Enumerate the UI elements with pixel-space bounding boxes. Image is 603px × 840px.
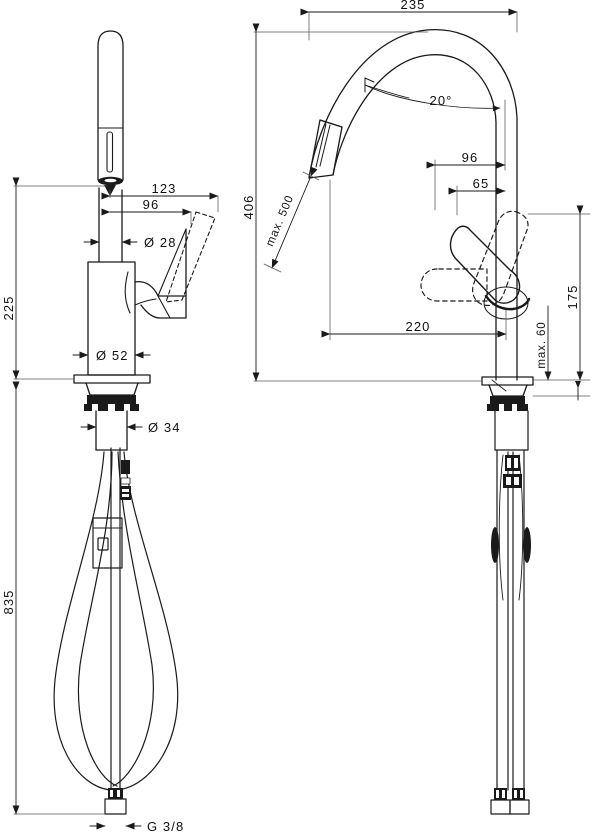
dim-spout-tube-diameter: Ø 28 [144,235,177,250]
lever-handle [124,228,187,319]
dim-spout-tilt-angle: 20° [430,93,453,108]
shank [95,410,128,451]
dim-body-diameter: Ø 52 [96,348,129,363]
side-hose-fittings [503,455,522,488]
dim-total-height: 835 [1,590,16,615]
dim-handle-clearance-lower: 65 [473,176,490,191]
spray-head [97,30,124,181]
side-mounting-hardware [487,396,528,411]
dim-shank-diameter: Ø 34 [148,420,181,435]
dim-height-to-base: 225 [1,296,16,321]
side-lever-handle [449,225,521,304]
side-view-dimension-labels: 235 406 max. 500 20° 96 65 220 175 max. … [241,0,580,369]
dim-overall-width: 235 [401,0,426,12]
hose-connectors [120,460,131,500]
dim-spout-projection: 220 [406,319,431,334]
front-view-dimension-labels: 225 835 123 96 Ø 28 Ø 52 Ø 34 G 3/8 [1,181,184,834]
pullout-hose-loop [53,451,179,791]
side-hose-grommets [491,527,531,563]
dim-handle-clearance-upper: 96 [462,150,479,165]
spout-tube [98,187,123,263]
spray-head-collar [98,176,123,196]
side-view [308,29,534,815]
g38-connector [104,788,127,815]
side-shank [494,410,529,451]
side-lever-handle-raised-outline [420,210,529,307]
hose-weight [92,517,123,569]
dim-counter-thickness: max. 60 [536,321,548,368]
dim-spout-reach-inner: 96 [143,197,160,212]
dim-handle-height: 175 [565,285,580,310]
front-view [53,30,216,815]
side-base-flange [481,376,534,397]
side-view-dimensions [252,8,591,401]
dim-spout-reach-outer: 123 [152,181,177,196]
dim-overall-height: 406 [241,195,256,220]
lever-handle-raised-outline [165,211,216,303]
side-spray-head [308,119,343,179]
side-column [495,210,518,381]
side-bottom-connectors [490,788,530,815]
front-view-dimensions [12,177,219,830]
dim-thread: G 3/8 [147,819,184,834]
side-supply-hoses [496,449,525,791]
base-flange [73,374,151,396]
riser-tube [110,447,121,791]
mounting-hardware [84,395,139,411]
